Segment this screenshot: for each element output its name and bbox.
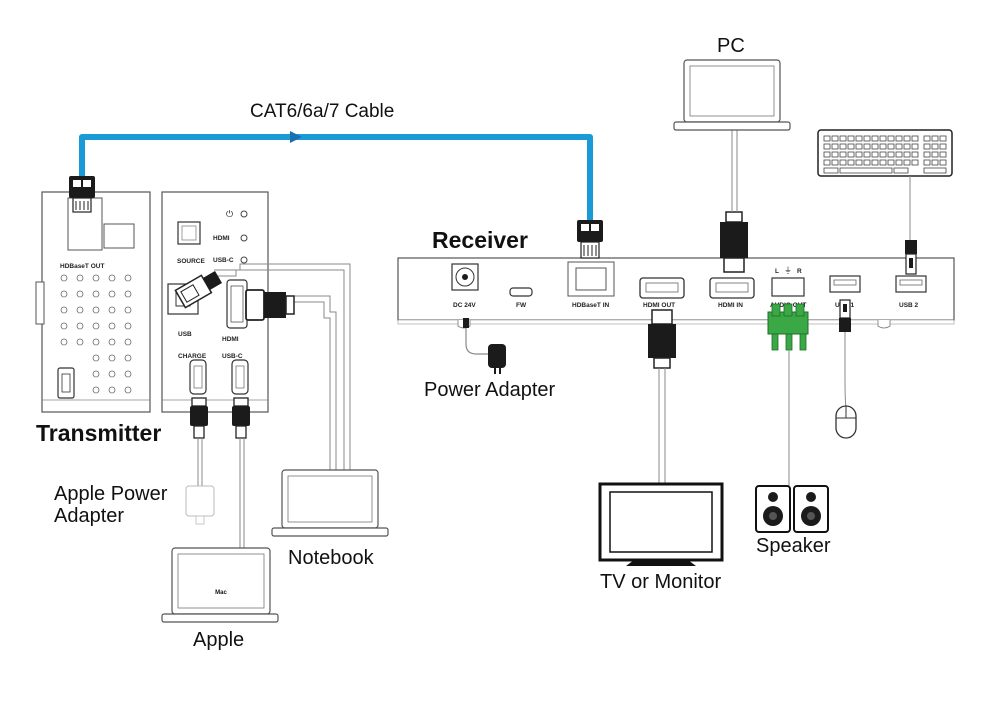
transmitter-side-panel: [35, 191, 151, 413]
usb-2-port: [895, 275, 927, 293]
apple-power-adapter-label-2: Adapter: [54, 505, 124, 527]
mac-badge: Mac: [215, 590, 227, 596]
usb-1-port: [829, 275, 861, 293]
hdmi-plug-tv: [648, 309, 676, 369]
hdmi-in-port: [709, 277, 755, 299]
usb-cable-to-notebook: [214, 263, 351, 470]
usb-2-label: USB 2: [899, 302, 919, 309]
usb-c-plug-apple: [232, 397, 250, 439]
usb-c-plug-charge: [190, 397, 208, 439]
hdmi-label: HDMI: [222, 336, 239, 343]
tv-monitor-label: TV or Monitor: [600, 571, 721, 593]
rj45-plug-transmitter: [69, 176, 95, 213]
usb-c-cable-to-apple: [239, 438, 245, 550]
hdmi-out-port: [639, 277, 685, 299]
usb-plug-mouse: [839, 299, 851, 332]
apple-power-adapter-label-1: Apple Power: [54, 483, 168, 505]
hdmi-cable-to-pc: [731, 130, 738, 212]
power-icon: ⏻: [226, 209, 233, 220]
dc-24v-port: [451, 263, 479, 291]
fw-port: [509, 287, 533, 297]
hdmi-in-label: HDMI IN: [718, 302, 743, 309]
rj45-plug-receiver: [577, 220, 603, 259]
hdbaset-in-label: HDBaseT IN: [572, 302, 610, 309]
usb-a-plug: [174, 270, 223, 309]
fw-label: FW: [516, 302, 527, 309]
notebook-label: Notebook: [288, 547, 375, 569]
hdbaset-in-port: [567, 261, 615, 297]
usb-plug-keyboard: [905, 240, 917, 275]
speaker-left-icon: [755, 485, 791, 533]
speaker-right-icon: [793, 485, 829, 533]
terminal-block-icon: [767, 303, 809, 351]
cable-label: CAT6/6a/7 Cable: [250, 101, 394, 122]
receiver-title: Receiver: [432, 227, 528, 253]
power-cable: [465, 326, 490, 355]
mouse-cable: [844, 332, 847, 409]
usbc-led-label: USB-C: [213, 257, 234, 264]
apple-power-adapter-icon: [185, 485, 215, 525]
pc-laptop-icon: [673, 59, 791, 131]
mouse-icon: [835, 405, 857, 439]
ground-icon: ⏚: [784, 266, 792, 275]
hdmi-plug-transmitter: [245, 289, 295, 321]
vent-holes: [60, 274, 132, 394]
apple-laptop-icon: [161, 547, 279, 623]
audio-l-label: L: [775, 268, 779, 275]
hdbaset-out-label: HDBaseT OUT: [60, 263, 104, 270]
power-adapter-label: Power Adapter: [424, 379, 556, 401]
charge-label: CHARGE: [178, 353, 207, 360]
keyboard-icon: [817, 129, 953, 177]
apple-label: Apple: [193, 629, 244, 651]
hdmi-plug-pc: [720, 211, 748, 273]
usb-label: USB: [178, 331, 192, 338]
hdmi-cable-to-tv: [658, 368, 666, 484]
notebook-icon: [271, 469, 389, 537]
tv-monitor-icon: [598, 482, 724, 566]
hdmi-led-label: HDMI: [213, 235, 230, 242]
pc-label: PC: [717, 35, 745, 57]
source-label: SOURCE: [177, 258, 205, 265]
cat-cable: [79, 134, 593, 222]
power-adapter-icon: [488, 344, 506, 374]
charge-cable: [197, 438, 203, 486]
audio-out-port: [771, 277, 805, 297]
usb-c-label: USB-C: [222, 353, 243, 360]
hdmi-out-label: HDMI OUT: [643, 302, 675, 309]
transmitter-title: Transmitter: [36, 420, 161, 446]
speaker-label: Speaker: [756, 535, 831, 557]
hdmi-cable-to-notebook: [292, 295, 337, 470]
audio-r-label: R: [797, 268, 802, 275]
cable-direction-arrow: [290, 131, 302, 143]
dc-24v-label: DC 24V: [453, 302, 476, 309]
